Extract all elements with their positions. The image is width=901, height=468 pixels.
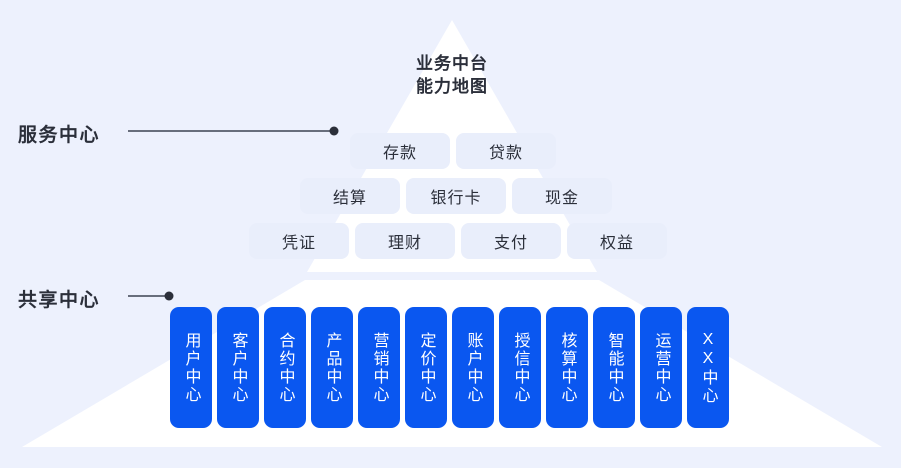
pyramid-divider: [303, 272, 601, 280]
service-connector-dot: [329, 126, 339, 136]
shared-center-box[interactable]: 智能中心: [593, 307, 635, 428]
shared-connector-dot: [164, 291, 174, 301]
service-pill[interactable]: 现金: [512, 178, 612, 214]
service-pill[interactable]: 银行卡: [406, 178, 506, 214]
shared-center-label: 智能中心: [605, 331, 623, 404]
service-pill[interactable]: 理财: [355, 223, 455, 259]
shared-center-label: 用户中心: [182, 331, 200, 404]
service-pill[interactable]: 权益: [567, 223, 667, 259]
shared-center-box[interactable]: 核算中心: [546, 307, 588, 428]
shared-center-box[interactable]: XX中心: [687, 307, 729, 428]
shared-center-label: 营销中心: [370, 331, 388, 404]
shared-center-label: 产品中心: [323, 331, 341, 404]
page-title: 业务中台 能力地图: [416, 54, 488, 96]
service-row-2: 结算 银行卡 现金: [300, 178, 612, 214]
label-service-center: 服务中心: [18, 125, 101, 146]
shared-center-label: 客户中心: [229, 331, 247, 404]
service-pill[interactable]: 结算: [300, 178, 400, 214]
shared-center-box[interactable]: 定价中心: [405, 307, 447, 428]
shared-center-label: 运营中心: [652, 331, 670, 404]
service-row-3: 凭证 理财 支付 权益: [249, 223, 667, 259]
shared-center-label: 核算中心: [558, 331, 576, 404]
shared-center-box[interactable]: 产品中心: [311, 307, 353, 428]
shared-center-row: 用户中心 客户中心 合约中心 产品中心 营销中心 定价中心 账户中心 授信中心 …: [170, 307, 729, 428]
shared-center-box[interactable]: 客户中心: [217, 307, 259, 428]
shared-center-box[interactable]: 运营中心: [640, 307, 682, 428]
shared-center-box[interactable]: 账户中心: [452, 307, 494, 428]
shared-center-label: XX中心: [699, 330, 717, 405]
shared-center-label: 合约中心: [276, 331, 294, 404]
service-pill[interactable]: 存款: [350, 133, 450, 169]
label-shared-center: 共享中心: [18, 290, 101, 311]
service-pill[interactable]: 贷款: [456, 133, 556, 169]
shared-center-box[interactable]: 授信中心: [499, 307, 541, 428]
shared-center-label: 定价中心: [417, 331, 435, 404]
service-pill[interactable]: 凭证: [249, 223, 349, 259]
service-row-1: 存款 贷款: [350, 133, 556, 169]
shared-center-box[interactable]: 合约中心: [264, 307, 306, 428]
shared-center-box[interactable]: 营销中心: [358, 307, 400, 428]
shared-center-label: 授信中心: [511, 331, 529, 404]
shared-center-label: 账户中心: [464, 331, 482, 404]
shared-center-box[interactable]: 用户中心: [170, 307, 212, 428]
service-pill[interactable]: 支付: [461, 223, 561, 259]
